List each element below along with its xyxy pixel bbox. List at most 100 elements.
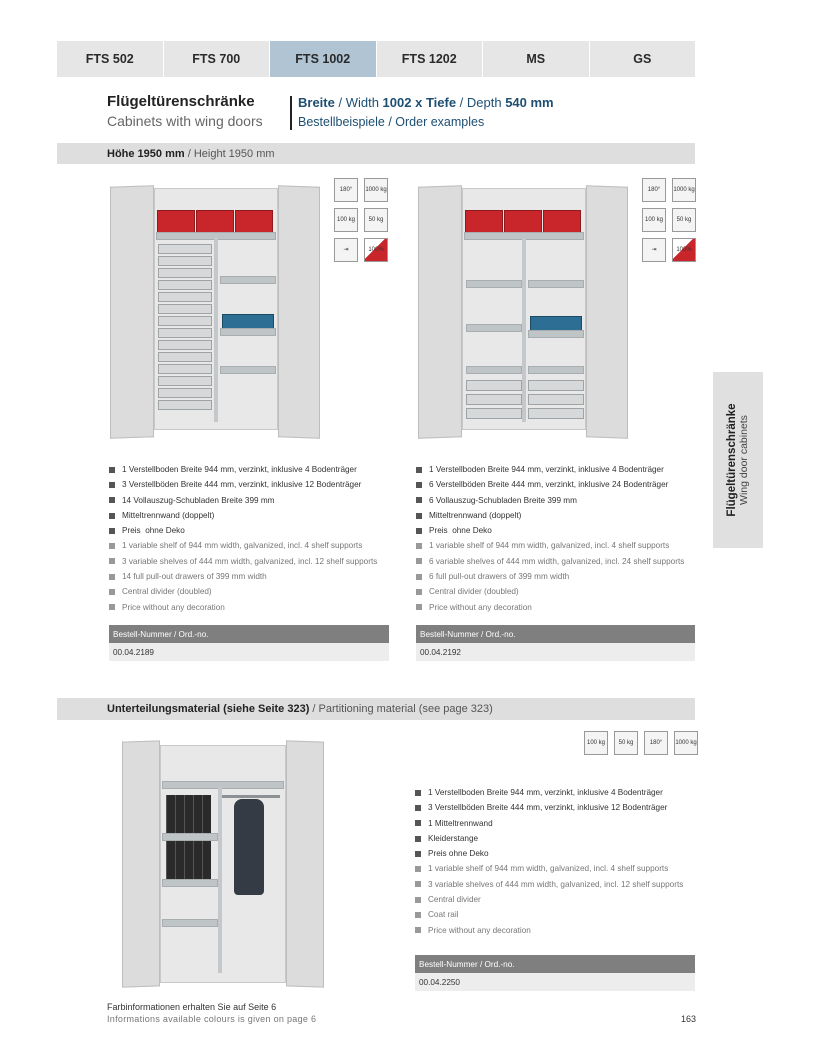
list-item: 6 Verstellböden Breite 444 mm, verzinkt,…	[416, 477, 684, 492]
list-item: 6 Vollauszug-Schubladen Breite 399 mm	[416, 493, 684, 508]
order-number-value: 00.04.2192	[416, 643, 695, 661]
central-divider	[218, 787, 222, 973]
list-item: Central divider	[415, 892, 683, 907]
bullet-icon	[415, 896, 421, 903]
binder	[166, 795, 175, 833]
bullet-icon	[416, 481, 422, 488]
left-door	[122, 740, 160, 988]
load-100kg-icon: 100 kg	[642, 208, 666, 232]
shelf	[220, 276, 276, 284]
full-extension-100-icon: 100%	[672, 238, 696, 262]
drawer	[158, 256, 212, 266]
bullet-icon	[109, 527, 115, 534]
dim-width-value: 1002 x	[382, 95, 423, 110]
list-item: 3 variable shelves of 444 mm width, galv…	[415, 877, 683, 892]
drawer	[528, 408, 584, 419]
partitioning-de: Unterteilungsmaterial (siehe Seite 323)	[107, 703, 310, 715]
load-50kg-icon: 50 kg	[672, 208, 696, 232]
tab-fts-1002[interactable]: FTS 1002	[270, 41, 377, 77]
load-100kg-icon: 100 kg	[334, 208, 358, 232]
binder	[175, 841, 184, 879]
drawer-extension-icon: ⇥	[642, 238, 666, 262]
drawer	[528, 380, 584, 391]
bullet-icon	[109, 512, 115, 519]
drawer	[158, 388, 212, 398]
bullet-icon	[416, 543, 422, 550]
dim-width-label: / Width	[334, 95, 383, 110]
tab-fts-700[interactable]: FTS 700	[164, 41, 270, 77]
shelf	[528, 280, 584, 288]
load-1000kg-icon: 1000 kg	[672, 178, 696, 202]
central-divider	[214, 238, 218, 422]
list-item: 1 Verstellboden Breite 944 mm, verzinkt,…	[416, 462, 684, 477]
order-number-header: Bestell-Nummer / Ord.-no.	[415, 955, 695, 973]
bullet-icon	[416, 589, 422, 596]
list-item: 1 Verstellboden Breite 944 mm, verzinkt,…	[415, 785, 683, 800]
drawer	[158, 328, 212, 338]
list-item: Central divider (doubled)	[416, 584, 684, 599]
bullet-icon	[415, 912, 421, 919]
list-item: Price without any decoration	[415, 923, 683, 938]
binder	[193, 795, 202, 833]
list-item: 1 variable shelf of 944 mm width, galvan…	[415, 861, 683, 876]
product-1-features: 1 Verstellboden Breite 944 mm, verzinkt,…	[109, 462, 377, 615]
binder	[175, 795, 184, 833]
binder	[202, 795, 211, 833]
shelf	[162, 879, 218, 887]
list-item: 3 variable shelves of 444 mm width, galv…	[109, 554, 377, 569]
bullet-icon	[109, 589, 115, 596]
bullet-icon	[109, 573, 115, 580]
binder	[193, 841, 202, 879]
tab-gs[interactable]: GS	[633, 52, 652, 66]
shelf	[162, 781, 284, 789]
bullet-icon	[109, 543, 115, 550]
list-item: 3 Verstellböden Breite 444 mm, verzinkt,…	[415, 800, 683, 815]
bullet-icon	[415, 850, 421, 857]
model-tabs: FTS 502 FTS 700 FTS 1002 FTS 1202 MS GS	[57, 41, 695, 77]
list-item: 1 variable shelf of 944 mm width, galvan…	[109, 538, 377, 553]
list-item: 1 Mitteltrennwand	[415, 816, 683, 831]
list-item: 3 Verstellböden Breite 444 mm, verzinkt,…	[109, 477, 377, 492]
rotate-180-icon: 180°	[642, 178, 666, 202]
side-tab-en: Wing door cabinets	[738, 415, 750, 505]
tab-fts-502[interactable]: FTS 502	[57, 41, 164, 77]
product-2-features: 1 Verstellboden Breite 944 mm, verzinkt,…	[416, 462, 684, 615]
bullet-icon	[416, 527, 422, 534]
height-bar: Höhe 1950 mm / Height 1950 mm	[57, 143, 695, 164]
binder	[184, 795, 193, 833]
central-divider	[522, 238, 526, 422]
storage-bin	[235, 210, 273, 234]
bullet-icon	[416, 466, 422, 473]
cabinet-image-1	[110, 180, 325, 440]
drawer	[466, 380, 522, 391]
list-item: 6 variable shelves of 444 mm width, galv…	[416, 554, 684, 569]
bullet-icon	[416, 512, 422, 519]
drawer	[158, 292, 212, 302]
shelf	[528, 330, 584, 338]
drawer	[158, 280, 212, 290]
shelf	[220, 328, 276, 336]
cabinet-image-3	[122, 737, 327, 992]
page-number: 163	[681, 1014, 697, 1024]
dim-depth-value: 540 mm	[505, 95, 554, 110]
shelf	[466, 366, 522, 374]
storage-bin	[504, 210, 542, 234]
list-item: Preis ohne Deko	[109, 523, 377, 538]
drawer	[466, 394, 522, 405]
height-de: Höhe 1950 mm	[107, 147, 185, 160]
list-item: Kleiderstange	[415, 831, 683, 846]
list-item: Coat rail	[415, 907, 683, 922]
bullet-icon	[415, 804, 421, 811]
list-item: Mitteltrennwand (doppelt)	[416, 508, 684, 523]
load-50kg-icon: 50 kg	[614, 731, 638, 755]
bullet-icon	[415, 866, 421, 873]
tab-ms[interactable]: MS	[483, 41, 590, 77]
cabinet-image-2	[418, 180, 633, 440]
page-subtitle: Cabinets with wing doors	[107, 113, 263, 129]
binder	[184, 841, 193, 879]
bullet-icon	[109, 604, 115, 611]
bullet-icon	[416, 604, 422, 611]
drawer	[158, 376, 212, 386]
tab-fts-1202[interactable]: FTS 1202	[377, 41, 483, 77]
full-extension-100-icon: 100%	[364, 238, 388, 262]
